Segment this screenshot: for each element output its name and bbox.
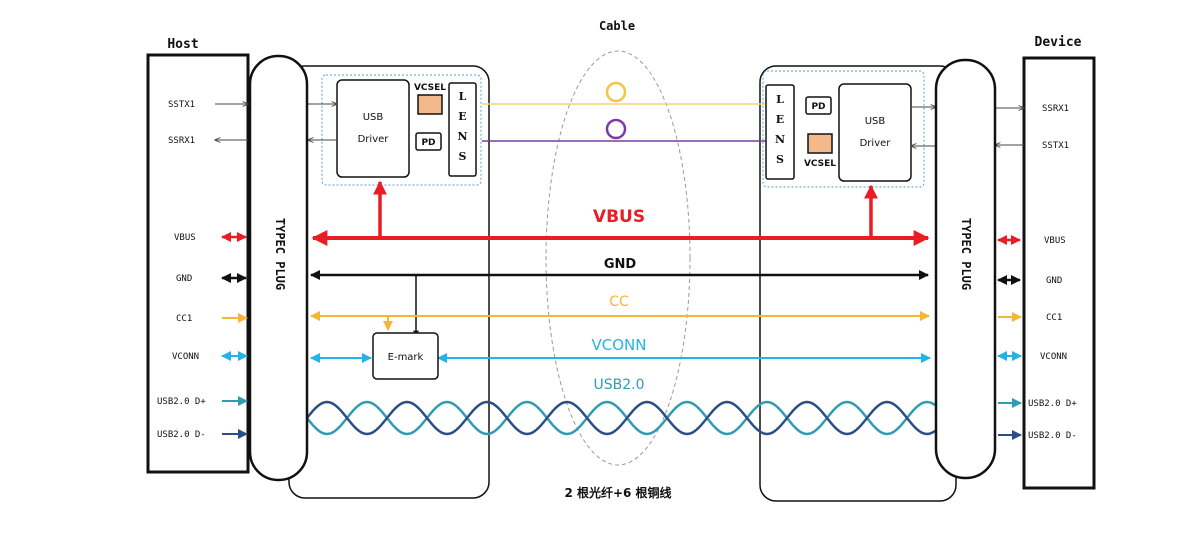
device-box (1022, 56, 1096, 490)
right-pd (805, 96, 832, 115)
host-title: Host (167, 37, 198, 52)
right-usb-driver-label-2: Driver (860, 138, 892, 149)
right-lens (765, 84, 795, 180)
vconn-label: VCONN (592, 336, 647, 354)
right-lens-e: E (776, 113, 784, 126)
host-pin-cc1: CC1 (176, 314, 192, 324)
host-pin-dplus: USB2.0 D+ (157, 397, 206, 407)
right-usb-driver (838, 83, 912, 182)
host-pin-sstx1: SSTX1 (168, 100, 195, 110)
host-pin-vconn: VCONN (172, 352, 199, 362)
right-vcsel (807, 133, 833, 154)
right-typec-plug-label: TYPEC PLUG (959, 218, 973, 290)
right-optical-module (762, 70, 925, 188)
gnd-label: GND (604, 257, 637, 272)
emark-chip (372, 332, 439, 380)
device-pin-dminus: USB2.0 D- (1028, 431, 1077, 441)
left-pd (415, 132, 442, 151)
vbus-label: VBUS (593, 207, 645, 227)
usb2-dminus-twist (306, 400, 936, 436)
usb2-dplus-twist (306, 400, 936, 436)
left-typec-plug-label: TYPEC PLUG (273, 218, 287, 290)
fiber-yellow-core (605, 81, 627, 103)
usb2-label: USB2.0 (593, 377, 644, 393)
cable-title: Cable (599, 19, 635, 33)
emark-label: E-mark (388, 352, 424, 363)
host-pin-labels: SSTX1 SSRX1 VBUS GND CC1 VCONN USB2.0 D+… (157, 100, 206, 440)
right-lens-s: S (776, 153, 784, 166)
left-pd-label: PD (421, 138, 435, 148)
right-lens-l: L (776, 93, 784, 106)
left-vcsel (417, 94, 443, 115)
left-usb-driver-label-2: Driver (358, 134, 390, 145)
right-usb-driver-label-1: USB (865, 116, 886, 127)
host-pin-vbus: VBUS (174, 233, 196, 243)
left-usb-driver-label-1: USB (363, 112, 384, 123)
fiber-purple-core (605, 118, 627, 140)
device-pin-dplus: USB2.0 D+ (1028, 399, 1077, 409)
device-pin-labels: SSRX1 SSTX1 VBUS GND CC1 VCONN USB2.0 D+… (1028, 104, 1077, 441)
host-pin-dminus: USB2.0 D- (157, 430, 206, 440)
device-pin-ssrx1: SSRX1 (1042, 104, 1069, 114)
device-pin-cc1: CC1 (1046, 313, 1062, 323)
left-lens-e: E (458, 110, 466, 123)
host-pin-gnd: GND (176, 274, 192, 284)
right-vcsel-label: VCSEL (804, 159, 836, 169)
left-vcsel-label: VCSEL (414, 83, 446, 93)
left-lens-s: S (459, 150, 467, 163)
host-box (146, 53, 250, 474)
right-typec-plug (934, 58, 997, 480)
host-pin-ssrx1: SSRX1 (168, 136, 195, 146)
device-pin-vconn: VCONN (1040, 352, 1067, 362)
device-title: Device (1035, 35, 1082, 50)
cable-composition-label: 2 根光纤+6 根铜线 (564, 485, 671, 500)
left-lens-n: N (457, 130, 467, 143)
left-lens-l: L (459, 90, 467, 103)
cable-bundle-ellipse (545, 50, 691, 466)
left-usb-driver (336, 79, 410, 178)
left-typec-plug (248, 54, 309, 482)
left-lens (448, 82, 477, 177)
right-lens-n: N (775, 133, 785, 146)
left-optical-module (321, 74, 482, 186)
cc-label: CC (609, 294, 629, 310)
device-pin-vbus: VBUS (1044, 236, 1066, 246)
right-pd-label: PD (811, 102, 825, 112)
device-pin-gnd: GND (1046, 276, 1062, 286)
device-pin-sstx1: SSTX1 (1042, 141, 1069, 151)
